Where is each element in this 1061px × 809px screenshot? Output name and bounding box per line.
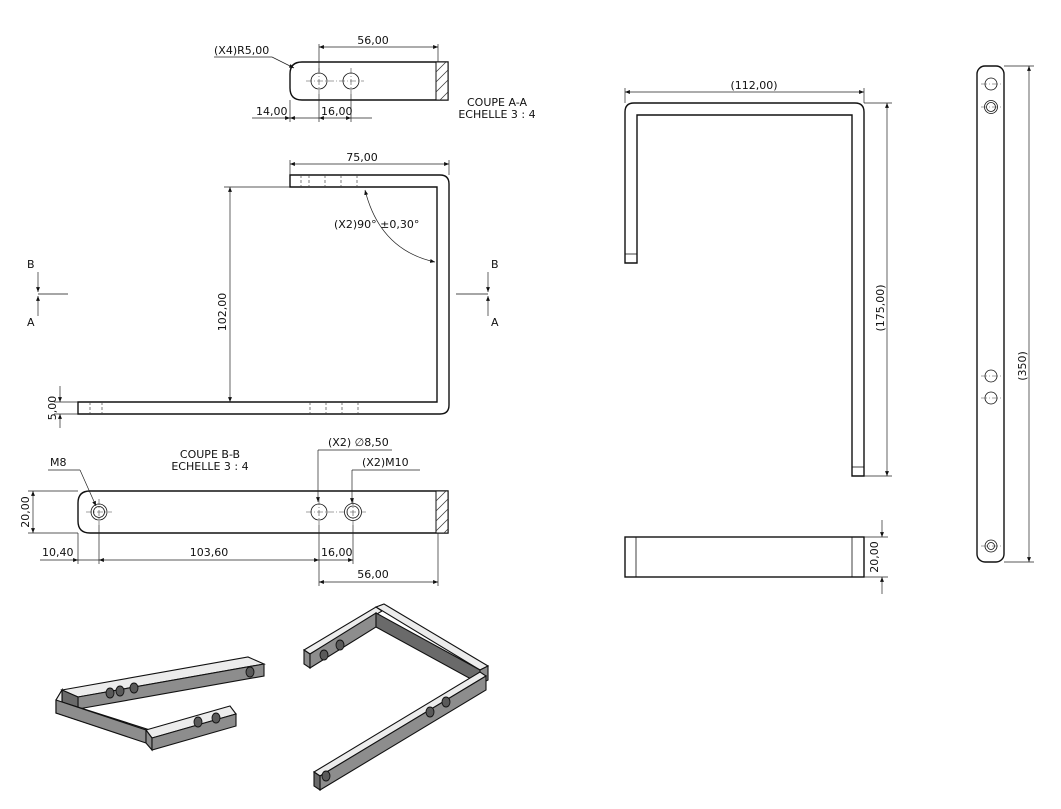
section-b-title: COUPE B-B xyxy=(180,448,240,461)
thread-m10: (X2)M10 xyxy=(362,456,409,469)
radius-note: (X4)R5,00 xyxy=(214,44,269,57)
dim-5: 5,00 xyxy=(46,396,59,421)
dim-350: (350) xyxy=(1016,351,1029,381)
isometric-view-1 xyxy=(55,656,266,752)
marker-left-top: B xyxy=(27,258,35,271)
dim-56-top: 56,00 xyxy=(357,34,389,47)
isometric-view-2 xyxy=(302,603,490,792)
marker-right-bottom: A xyxy=(491,316,499,329)
section-b-scale: ECHELLE 3 : 4 xyxy=(171,460,248,473)
front-view: 75,00 (X2)90° ±0,30° 102,00 5,00 xyxy=(46,151,450,428)
dim-16-bottom: 16,00 xyxy=(321,546,353,559)
dim-75: 75,00 xyxy=(346,151,378,164)
dim-20-right: 20,00 xyxy=(868,541,881,573)
section-marker-right: B A xyxy=(456,258,499,329)
angle-note: (X2)90° ±0,30° xyxy=(334,218,419,231)
section-a-scale: ECHELLE 3 : 4 xyxy=(458,108,535,121)
dim-10360: 103,60 xyxy=(190,546,229,559)
marker-left-bottom: A xyxy=(27,316,35,329)
dim-56-bottom: 56,00 xyxy=(357,568,389,581)
dim-175: (175,00) xyxy=(874,284,887,331)
bottom-view: 20,00 xyxy=(624,520,888,594)
marker-right-top: B xyxy=(491,258,499,271)
dim-20-left: 20,00 xyxy=(19,496,32,528)
side-view: (112,00) (175,00) xyxy=(624,79,892,477)
thread-m8: M8 xyxy=(50,456,67,469)
dim-14: 14,00 xyxy=(256,105,288,118)
hole-85-note: (X2) ∅8,50 xyxy=(328,436,389,449)
section-marker-left: B A xyxy=(27,258,68,329)
flat-pattern-view: (350) xyxy=(976,65,1034,563)
dim-102: 102,00 xyxy=(216,293,229,332)
section-b-b-view: COUPE B-B ECHELLE 3 : 4 M8 (X2) ∅8,50 (X… xyxy=(19,436,449,586)
dim-1040: 10,40 xyxy=(42,546,74,559)
section-a-a-view: 56,00 (X4)R5,00 14,00 16,00 COUPE A-A EC… xyxy=(214,34,536,122)
dim-16-top: 16,00 xyxy=(321,105,353,118)
section-a-title: COUPE A-A xyxy=(467,96,527,109)
dim-112: (112,00) xyxy=(730,79,777,92)
